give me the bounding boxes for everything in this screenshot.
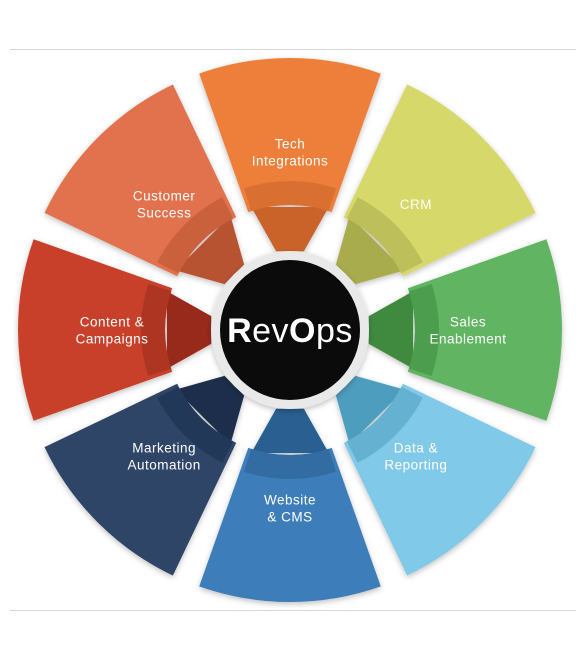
center-label: RevOps [227, 312, 353, 350]
segment-neck-content-campaigns [166, 291, 212, 369]
center-label-part-ev: ev [252, 312, 289, 350]
segment-neck-crm [335, 215, 405, 285]
segment-crm [335, 84, 536, 285]
segment-customer-success [44, 84, 245, 285]
segment-label-website-cms: Website & CMS [264, 493, 316, 525]
segment-label-content-campaigns: Content & Campaigns [76, 315, 149, 347]
segment-label-line: Reporting [384, 457, 447, 472]
segment-label-line: Automation [127, 457, 200, 472]
segment-label-line: Customer [133, 189, 196, 204]
segment-neck-sales-enablement [368, 291, 414, 369]
segment-petal-tech-integrations [199, 57, 381, 213]
center-hub-disc [220, 260, 360, 400]
segment-inner-band-data-reporting [346, 386, 423, 463]
segment-label-line: & CMS [267, 510, 312, 525]
segment-label-line: CRM [400, 197, 432, 212]
center-label-part-ps: ps [316, 312, 353, 350]
segment-label-line: Enablement [429, 332, 506, 347]
center-hub: RevOps [211, 251, 369, 409]
segment-inner-band-content-campaigns [140, 283, 172, 377]
segment-neck-marketing-automation [175, 375, 245, 445]
segment-label-line: Tech [275, 137, 306, 152]
segment-petal-content-campaigns [17, 239, 173, 421]
segment-label-line: Success [137, 206, 192, 221]
segment-data-reporting [335, 375, 536, 576]
segment-label-data-reporting: Data & Reporting [384, 440, 447, 472]
segment-neck-customer-success [175, 215, 245, 285]
segment-label-line: Sales [450, 315, 486, 330]
segment-tech-integrations [199, 57, 381, 252]
segment-petal-sales-enablement [407, 239, 563, 421]
segment-inner-band-tech-integrations [243, 180, 337, 212]
segment-neck-tech-integrations [251, 206, 329, 252]
segment-sales-enablement [368, 239, 563, 421]
segment-label-line: Campaigns [76, 332, 149, 347]
segment-content-campaigns [17, 239, 212, 421]
segment-label-crm: CRM [400, 197, 432, 212]
segment-label-line: Website [264, 493, 316, 508]
top-divider [10, 49, 576, 50]
segment-inner-band-sales-enablement [408, 283, 440, 377]
segment-label-line: Content & [80, 315, 145, 330]
segment-label-line: Marketing [132, 440, 196, 455]
bottom-divider [10, 610, 576, 611]
segment-neck-data-reporting [335, 375, 405, 445]
center-label-part-o: O [289, 312, 316, 350]
segment-website-cms [199, 408, 381, 603]
center-label-part-r: R [227, 312, 252, 350]
segment-petal-website-cms [199, 447, 381, 603]
segment-inner-band-crm [346, 197, 423, 274]
segment-inner-band-website-cms [243, 448, 337, 480]
segment-inner-band-marketing-automation [157, 386, 234, 463]
segment-label-line: Integrations [252, 154, 329, 169]
segment-neck-website-cms [251, 408, 329, 454]
segment-label-line: Data & [394, 440, 438, 455]
segment-inner-band-customer-success [157, 197, 234, 274]
segment-marketing-automation [44, 375, 245, 576]
